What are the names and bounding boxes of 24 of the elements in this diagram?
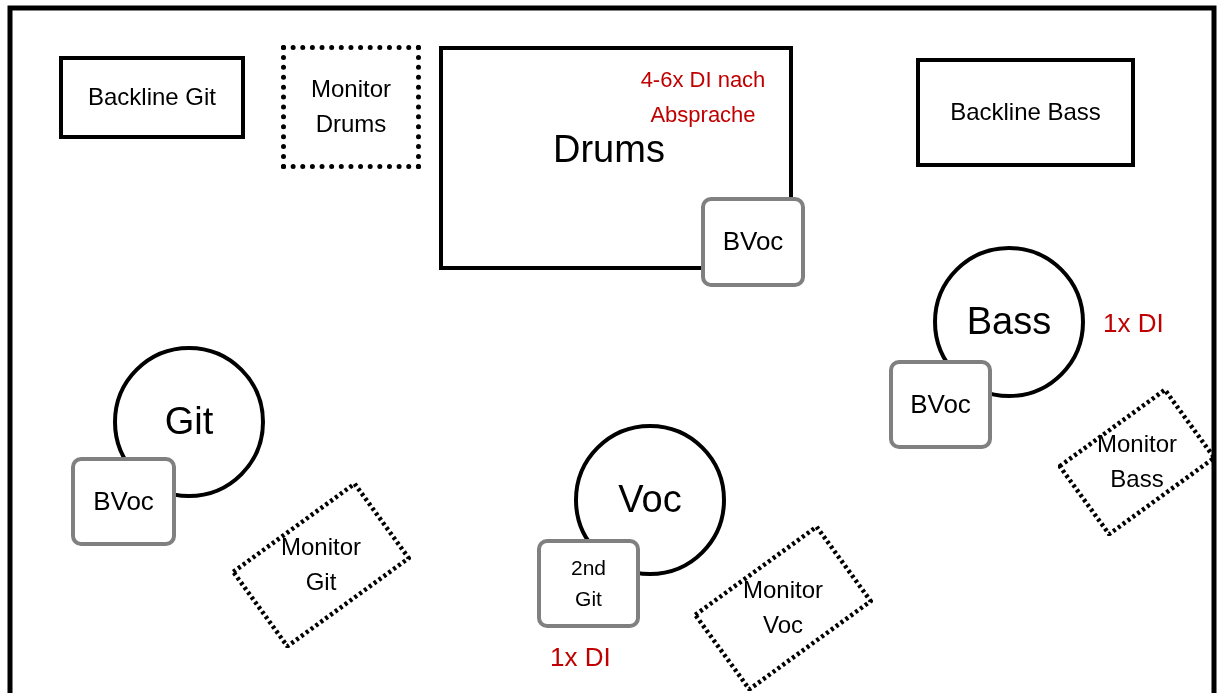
vocal-position-box bbox=[71, 457, 176, 546]
position-label: Git bbox=[164, 399, 214, 445]
position-label: BVoc bbox=[722, 225, 784, 259]
note-text: 1x DI bbox=[1103, 308, 1164, 339]
position-label: BVoc bbox=[93, 484, 154, 518]
stage-element-label: Backline Bass bbox=[950, 97, 1101, 128]
vocal-position-box bbox=[701, 197, 805, 287]
backline-box bbox=[916, 58, 1135, 167]
stage-element-label: Monitor Drums bbox=[310, 74, 392, 139]
stage-element-label: Monitor Voc bbox=[742, 575, 824, 640]
monitor-box bbox=[281, 45, 421, 169]
position-label: 2nd Git bbox=[569, 555, 607, 612]
note-text: 4-6x DI nach Absprache bbox=[639, 66, 767, 130]
note-text: 1x DI bbox=[550, 642, 611, 673]
position-label: Voc bbox=[618, 477, 682, 523]
position-label: Bass bbox=[966, 299, 1052, 345]
stage-element-label: Monitor Git bbox=[280, 532, 362, 597]
stage-element-label: Drums bbox=[553, 127, 665, 172]
vocal-position-box bbox=[889, 360, 992, 449]
instrument-position-box bbox=[537, 539, 640, 628]
stage-element-label: Monitor Bass bbox=[1096, 429, 1178, 494]
position-label: BVoc bbox=[910, 387, 971, 421]
stage-element-label: Backline Git bbox=[87, 82, 217, 113]
backline-box bbox=[59, 56, 245, 139]
